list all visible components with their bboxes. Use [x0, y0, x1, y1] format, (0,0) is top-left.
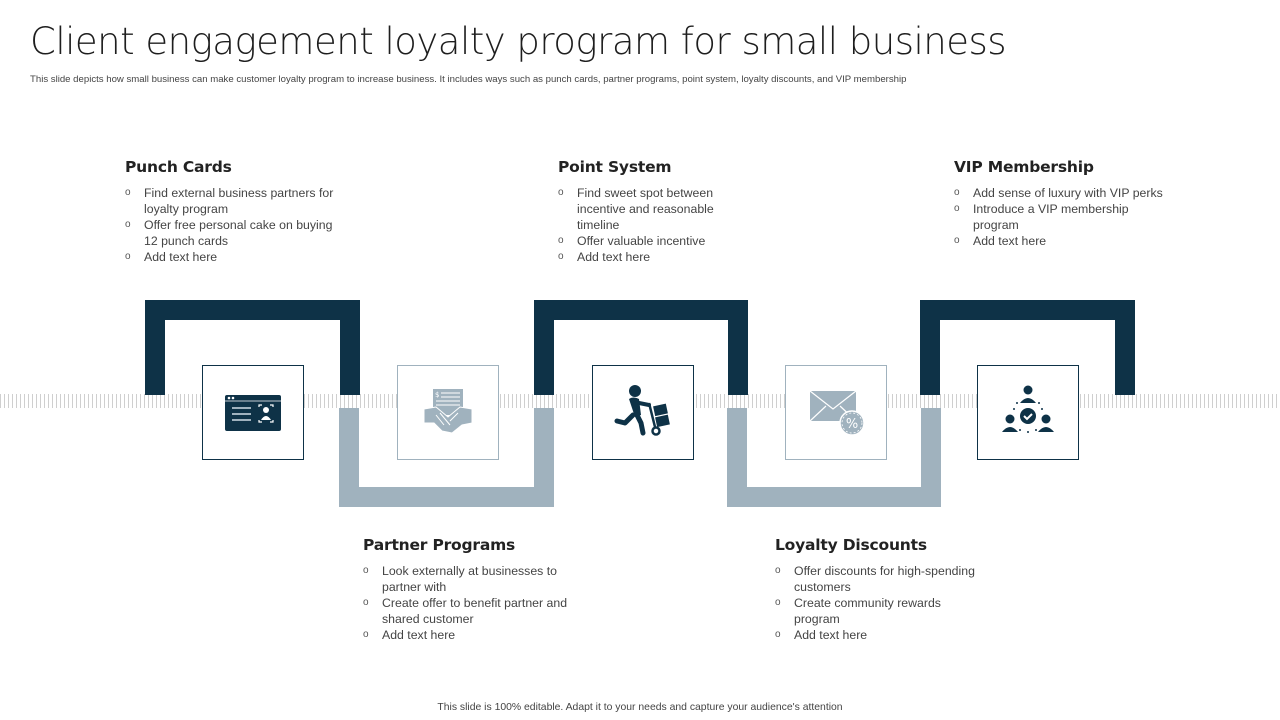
bullet-item: Add text here — [363, 627, 573, 643]
step-bullets: Find sweet spot between incentive and re… — [558, 185, 748, 265]
svg-text:$: $ — [435, 391, 439, 399]
step-heading: Point System — [558, 158, 672, 176]
slide-footer: This slide is 100% editable. Adapt it to… — [437, 702, 843, 713]
id-card-icon — [225, 394, 281, 431]
step-heading: Partner Programs — [363, 536, 516, 554]
bracket-top-point-system — [534, 300, 748, 395]
delivery-worker-trolley-icon — [614, 384, 670, 436]
step-card-punch-cards: Punch Cards Find external business partn… — [125, 158, 340, 265]
icon-box-loyalty-discounts: % — [785, 365, 887, 460]
icon-box-vip-membership — [977, 365, 1079, 460]
step-card-loyalty-discounts: Loyalty Discounts Offer discounts for hi… — [775, 536, 975, 643]
step-bullets: Look externally at businesses to partner… — [363, 563, 573, 643]
icon-box-point-system — [592, 365, 694, 460]
bullet-item: Add text here — [775, 627, 975, 643]
bullet-item: Find external business partners for loya… — [125, 185, 340, 217]
bracket-top-vip-membership — [920, 300, 1135, 395]
bullet-item: Find sweet spot between incentive and re… — [558, 185, 748, 233]
step-bullets: Offer discounts for high-spending custom… — [775, 563, 975, 643]
bullet-item: Offer free personal cake on buying 12 pu… — [125, 217, 340, 249]
step-heading: Loyalty Discounts — [775, 536, 927, 554]
bullet-item: Look externally at businesses to partner… — [363, 563, 573, 595]
step-heading: VIP Membership — [954, 158, 1094, 176]
slide-title: Client engagement loyalty program for sm… — [30, 20, 1007, 63]
step-heading: Punch Cards — [125, 158, 232, 176]
bracket-bottom-loyalty-discounts — [727, 408, 941, 507]
step-card-partner-programs: Partner Programs Look externally at busi… — [363, 536, 573, 643]
bullet-item: Offer valuable incentive — [558, 233, 748, 249]
envelope-discount-icon: % — [809, 390, 865, 436]
bullet-item: Create offer to benefit partner and shar… — [363, 595, 573, 627]
handshake-agreement-icon: $ — [423, 388, 473, 434]
svg-text:%: % — [846, 417, 858, 432]
bullet-item: Introduce a VIP membership program — [954, 201, 1164, 233]
icon-box-partner-programs: $ — [397, 365, 499, 460]
bullet-item: Create community rewards program — [775, 595, 975, 627]
bullet-item: Add text here — [558, 249, 748, 265]
step-bullets: Find external business partners for loya… — [125, 185, 340, 265]
icon-box-punch-cards — [202, 365, 304, 460]
slide-subtitle: This slide depicts how small business ca… — [30, 74, 907, 85]
bracket-bottom-partner-programs — [339, 408, 554, 507]
verified-group-icon — [1002, 385, 1054, 433]
bullet-item: Offer discounts for high-spending custom… — [775, 563, 975, 595]
bullet-item: Add text here — [125, 249, 340, 265]
bullet-item: Add text here — [954, 233, 1164, 249]
bullet-item: Add sense of luxury with VIP perks — [954, 185, 1164, 201]
step-card-vip-membership: VIP Membership Add sense of luxury with … — [954, 158, 1164, 249]
step-card-point-system: Point System Find sweet spot between inc… — [558, 158, 748, 265]
step-bullets: Add sense of luxury with VIP perks Intro… — [954, 185, 1164, 249]
bracket-top-punch-cards — [145, 300, 360, 395]
